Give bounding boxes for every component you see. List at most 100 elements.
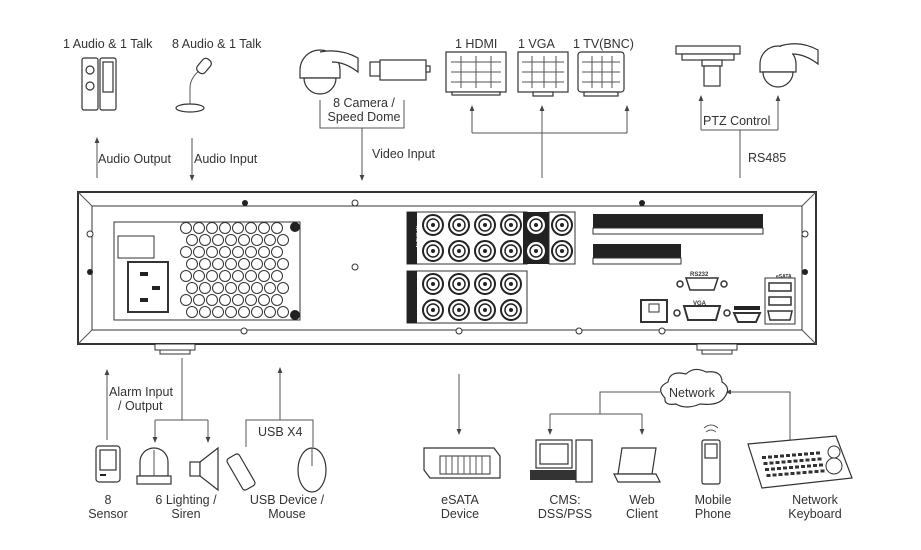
usb-x4-label: USB X4: [258, 425, 303, 439]
keyboard-key: [819, 463, 823, 467]
network-keyboard-icon: [747, 435, 853, 489]
audio-out-count-label: 1 Audio & 1 Talk: [63, 37, 153, 51]
power-socket-icon: [127, 261, 169, 313]
bnc-pin: [431, 308, 435, 312]
vent-hole: [193, 270, 205, 282]
camera-label-line2: Speed Dome: [327, 110, 401, 124]
vent-hole: [212, 258, 224, 270]
keyboard-key: [811, 458, 816, 461]
keyboard-key: [795, 465, 799, 469]
bnc-pin: [431, 223, 435, 227]
hdmi-port: [732, 306, 762, 323]
keyboard-key: [807, 464, 811, 468]
bnc-ring: [555, 244, 569, 258]
vent-hole: [225, 234, 237, 246]
vent-hole: [232, 270, 244, 282]
bnc-ring: [426, 303, 440, 317]
vent-hole: [180, 246, 192, 258]
bnc-ring: [452, 218, 466, 232]
keyboard-key: [817, 457, 822, 461]
cms-label-line2: DSS/PSS: [537, 507, 593, 521]
vent-hole: [258, 294, 270, 306]
keyboard-key: [796, 471, 801, 475]
keyboard-key: [784, 472, 789, 476]
lighting-label-line2: Siren: [171, 507, 201, 521]
bnc-pin: [457, 282, 461, 286]
cms-label-line1: CMS:: [549, 493, 581, 507]
vent-hole: [199, 282, 211, 294]
vent-hole: [180, 294, 192, 306]
bnc-ring: [478, 277, 492, 291]
vent-hole: [180, 270, 192, 282]
audio-in-count-label: 8 Audio & 1 Talk: [172, 37, 262, 51]
bnc-pin: [457, 308, 461, 312]
sensor-label-line1: 8: [104, 493, 112, 507]
vent-hole: [264, 306, 276, 318]
vent-hole: [271, 222, 283, 234]
vent-hole: [277, 306, 289, 318]
microphone-icon: [175, 57, 212, 113]
rs232-port: [676, 277, 728, 291]
keyboard-key: [810, 452, 814, 455]
keyboard-key: [790, 472, 795, 475]
hdmi-monitor-icon: [445, 51, 507, 96]
keyboard-key: [783, 466, 787, 470]
keyboard-key: [805, 458, 810, 462]
bnc-pin: [483, 249, 487, 253]
bnc-ring: [478, 303, 492, 317]
vent-hole: [225, 306, 237, 318]
monitor-label-tv: 1 TV(BNC): [573, 37, 634, 51]
esata-device-icon: [423, 447, 501, 479]
monitor-label-hdmi: 1 HDMI: [455, 37, 498, 51]
usb-drive-icon: [226, 453, 256, 491]
web-client-label-line1: Web: [629, 493, 655, 507]
vent-hole: [271, 294, 283, 306]
audio-output-label: Audio Output: [98, 152, 171, 166]
keyboard-key: [793, 459, 798, 463]
bnc-ring: [504, 244, 518, 258]
bnc-connector-block: [406, 211, 576, 324]
bnc-ring: [504, 218, 518, 232]
keyboard-key: [787, 460, 792, 463]
vent-hole: [271, 246, 283, 258]
vent-hole: [232, 222, 244, 234]
vent-hole: [186, 282, 198, 294]
keyboard-key: [777, 467, 781, 470]
keyboard-key: [775, 461, 780, 464]
network-cloud-icon: [660, 368, 729, 408]
vent-hole: [219, 246, 231, 258]
bnc-pin: [509, 249, 513, 253]
keyboard-key: [778, 473, 783, 476]
vent-hole: [225, 258, 237, 270]
vent-hole: [186, 234, 198, 246]
usb-device-label-line2: Mouse: [268, 507, 306, 521]
bnc-ring: [452, 303, 466, 317]
bnc-pin: [534, 223, 538, 227]
audio-in-panel-label: AUDIO IN: [416, 225, 423, 249]
vent-hole: [219, 294, 231, 306]
mobile-phone-label-line1: Mobile: [694, 493, 732, 507]
ptz-control-label: PTZ Control: [703, 114, 771, 128]
esata-device-label-line1: eSATA: [441, 493, 479, 507]
vent-hole: [251, 306, 263, 318]
bnc-pin: [483, 308, 487, 312]
keyboard-key: [814, 470, 819, 473]
bnc-pin: [431, 282, 435, 286]
power-supply: [113, 221, 301, 321]
bnc-pin: [534, 249, 538, 253]
rs485-label: RS485: [748, 151, 787, 165]
vent-hole: [180, 222, 192, 234]
vent-hole: [238, 258, 250, 270]
vent-hole: [277, 258, 289, 270]
vent-hole: [212, 282, 224, 294]
mobile-phone-label-line2: Phone: [694, 507, 732, 521]
alarm-label-line1: Alarm Input: [109, 385, 173, 399]
keyboard-key: [808, 470, 813, 474]
vent-hole: [245, 270, 257, 282]
vent-hole: [232, 294, 244, 306]
vent-hole: [277, 282, 289, 294]
network-keyboard-label-line1: Network: [792, 493, 838, 507]
keyboard-key: [780, 454, 784, 458]
video-input-label: Video Input: [372, 147, 436, 161]
